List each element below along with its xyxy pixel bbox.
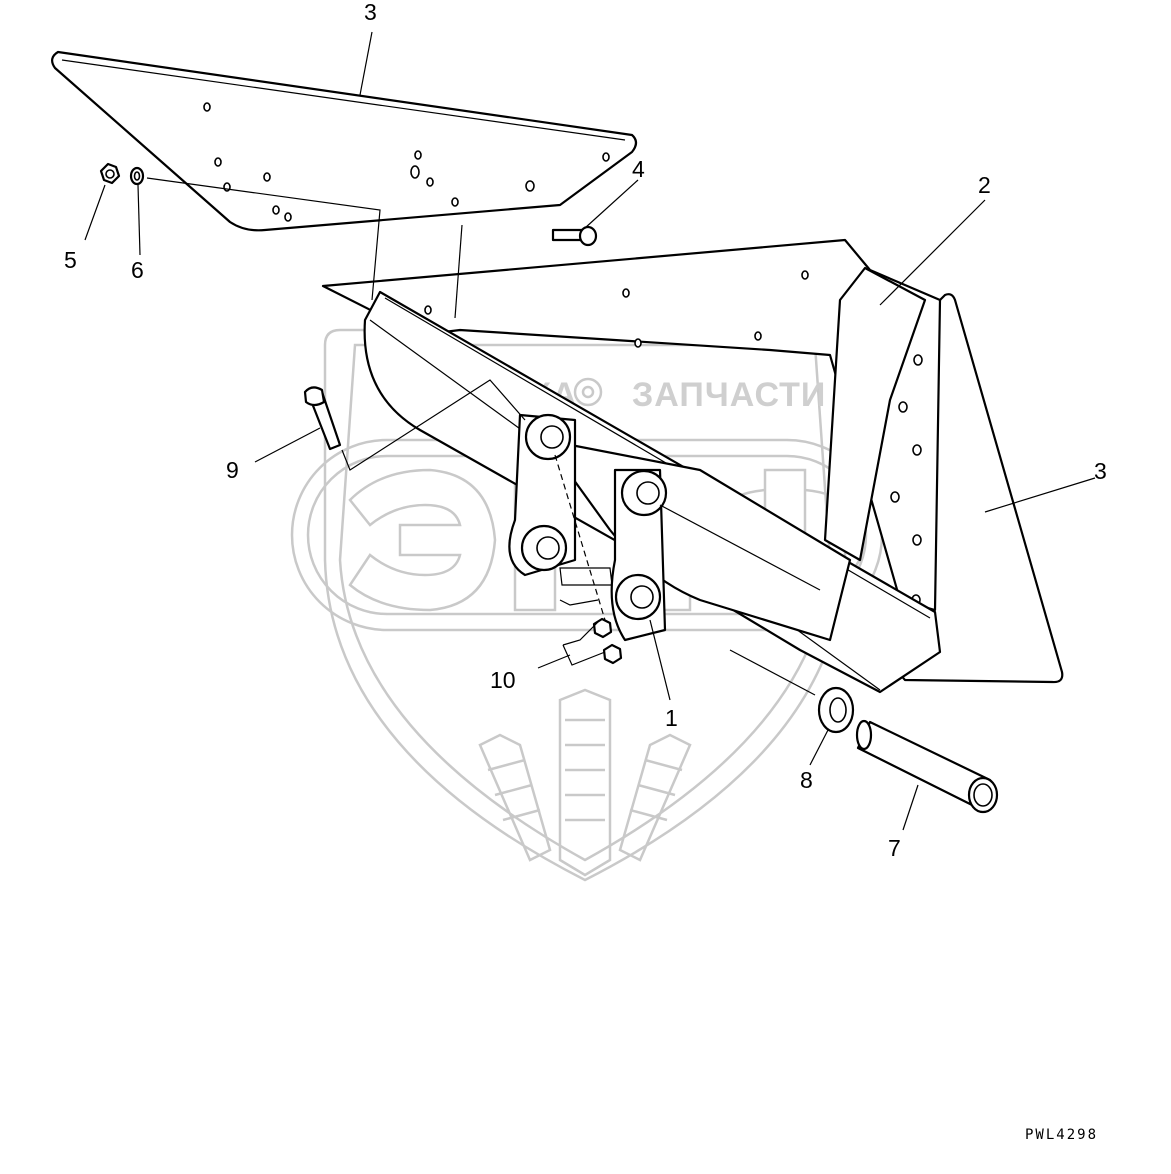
decal — [559, 567, 613, 586]
callout-2: 2 — [978, 172, 991, 198]
washer-part-6 — [129, 166, 145, 186]
callout-8: 8 — [800, 767, 813, 793]
gear-icon — [573, 377, 603, 407]
callout-3-top: 3 — [364, 0, 377, 25]
pin-part-7 — [855, 719, 999, 814]
wheat-icon — [478, 688, 692, 877]
callout-4: 4 — [632, 156, 645, 182]
callout-5: 5 — [64, 247, 77, 273]
pin-bosses — [520, 413, 668, 621]
callouts: 3 4 5 6 2 3 9 10 1 8 7 — [64, 0, 1107, 861]
bolt-part-9 — [303, 386, 342, 451]
leader-lines — [84, 31, 1096, 831]
nut-part-5 — [99, 162, 121, 185]
washer-part-8 — [817, 686, 855, 734]
callout-10: 10 — [490, 667, 516, 693]
callout-9: 9 — [226, 457, 239, 483]
callout-3-right: 3 — [1094, 458, 1107, 484]
bolt-part-4 — [551, 225, 598, 247]
callout-1: 1 — [665, 705, 678, 731]
top-side-panel — [51, 50, 638, 232]
nuts-part-10 — [592, 617, 623, 665]
watermark-right-text: ЗАПЧАСТИ — [632, 376, 826, 414]
callout-7: 7 — [888, 835, 901, 861]
callout-6: 6 — [131, 257, 144, 283]
drawing-code: PWL4298 — [1025, 1127, 1098, 1143]
